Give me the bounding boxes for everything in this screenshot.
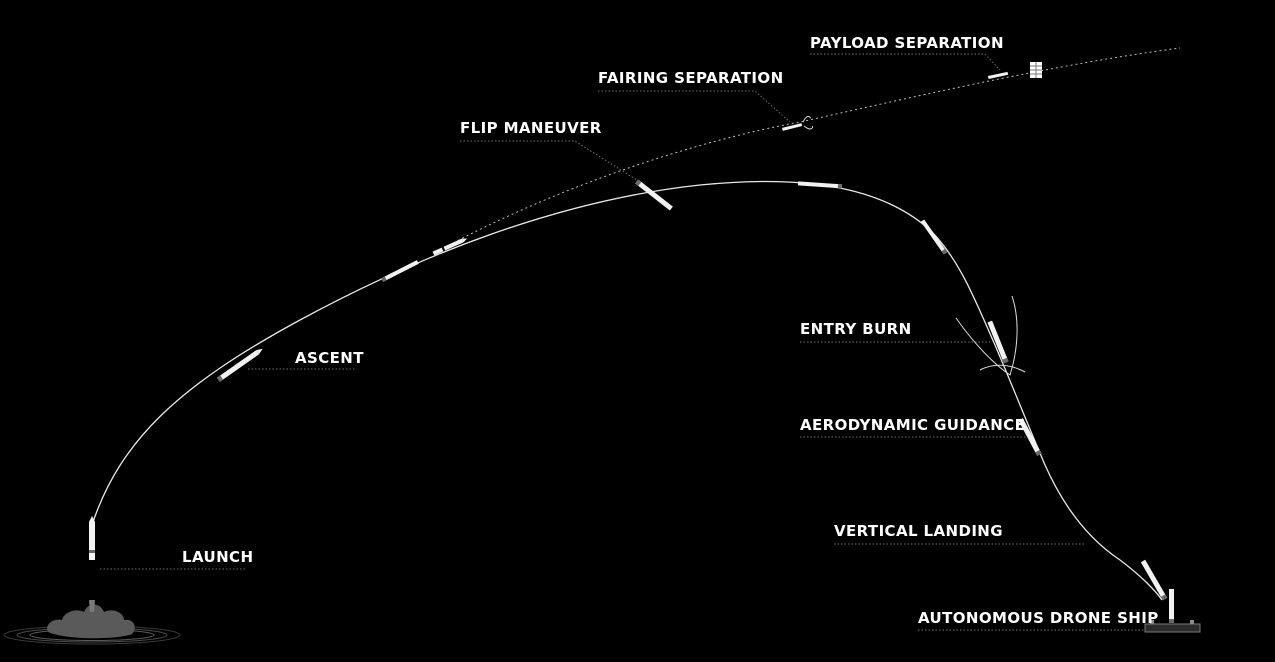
smoke-cloud: [47, 604, 135, 639]
label-launch: LAUNCH: [182, 548, 253, 566]
label-fairing-separation: FAIRING SEPARATION: [598, 69, 784, 87]
launch-pad-icon: [3, 600, 181, 645]
rocket-ascent-icon-2: [381, 260, 419, 282]
upper-stage-trajectory: [439, 47, 1181, 251]
aero-guidance-icon: [1018, 418, 1042, 456]
label-vertical-landing: VERTICAL LANDING: [834, 522, 1003, 540]
rocket-launch-icon: [89, 516, 95, 560]
label-flip-maneuver: FLIP MANEUVER: [460, 119, 602, 137]
booster-boostback-icon: [797, 181, 843, 189]
vertical-landing-icon: [1140, 559, 1168, 601]
rocket-ascent-icon-1: [216, 348, 263, 382]
leader-flip-maneuver: [460, 140, 641, 183]
payload-separation-icon: [987, 62, 1042, 79]
booster-trajectory: [91, 180, 1163, 601]
label-payload-separation: PAYLOAD SEPARATION: [810, 34, 1004, 52]
fairing-separation-icon: [782, 115, 814, 131]
booster-flip-icon: [635, 179, 673, 211]
drone-ship-icon: [1144, 589, 1201, 633]
rocket-stage-separation-icon: [432, 238, 468, 256]
label-ascent: ASCENT: [295, 349, 364, 367]
label-autonomous-drone-ship: AUTONOMOUS DRONE SHIP: [918, 609, 1159, 627]
leader-payload-separation: [810, 53, 1001, 71]
label-entry-burn: ENTRY BURN: [800, 320, 912, 338]
leader-fairing-separation: [598, 90, 791, 123]
entry-burn-icon: [955, 295, 1026, 376]
label-aerodynamic-guidance: AERODYNAMIC GUIDANCE: [800, 416, 1025, 434]
booster-descent-icon: [920, 219, 948, 255]
